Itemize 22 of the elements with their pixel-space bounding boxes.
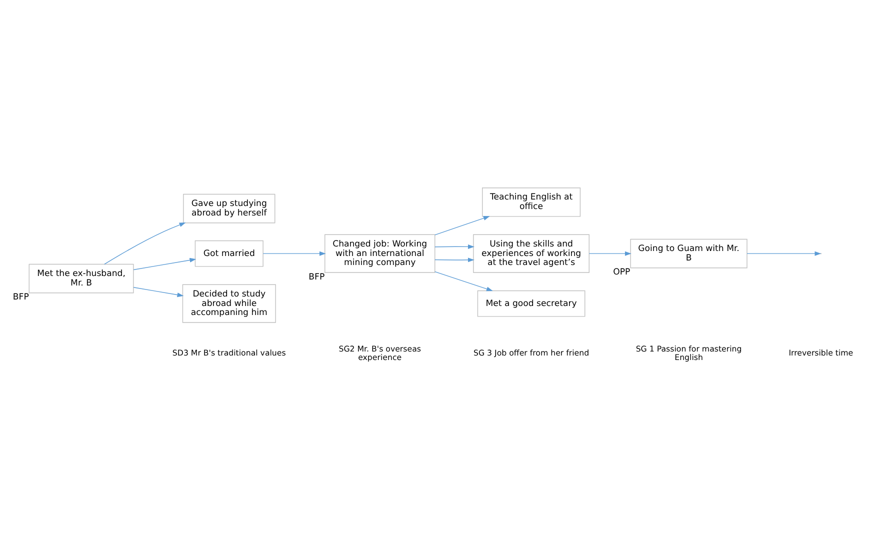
arrow xyxy=(588,251,632,256)
arrow xyxy=(434,258,474,262)
arrow xyxy=(133,287,184,298)
node-box: Changed job: Working with an international mining company xyxy=(324,234,436,273)
node-box: Teaching English at office xyxy=(482,188,581,217)
node-box: Met a good secretary xyxy=(477,290,586,317)
node-label: BFP xyxy=(12,292,29,303)
node-box: Decided to study abroad while accompaning him xyxy=(182,284,276,323)
arrow xyxy=(434,244,474,249)
arrow xyxy=(104,222,186,265)
node-label: BFP xyxy=(308,272,325,282)
node-box: Gave up studying abroad by herself xyxy=(183,194,276,224)
arrow xyxy=(262,251,326,256)
arrow xyxy=(434,271,493,292)
arrow xyxy=(133,258,196,270)
node-box: Got married xyxy=(194,240,264,267)
arrow xyxy=(434,216,490,236)
node-label: OPP xyxy=(613,268,630,278)
node-box: Going to Guam with Mr. B xyxy=(630,238,748,268)
arrow xyxy=(746,251,822,256)
node-box: Met the ex-husband, Mr. B xyxy=(28,264,134,294)
node-box: Using the skills and experiences of working at the travel agent’s xyxy=(473,234,590,273)
